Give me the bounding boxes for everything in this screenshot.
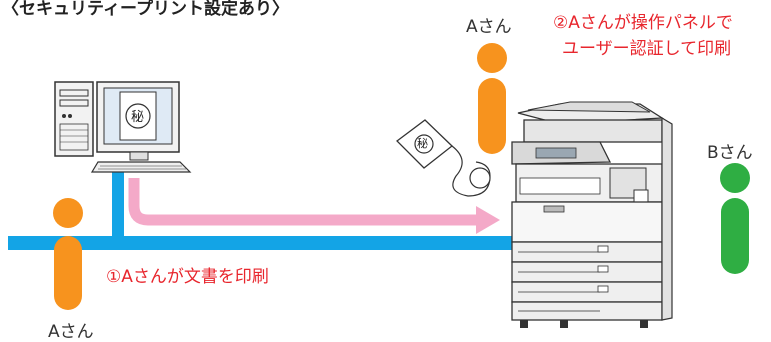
auth-flow-circle <box>469 167 491 189</box>
diagram-title: 〈セキュリティープリント設定あり〉 <box>2 0 289 19</box>
pc-icon <box>54 81 192 173</box>
network-drop-pc <box>112 170 124 242</box>
screen-secret-mark: 秘 <box>131 110 145 125</box>
step2-line2: ユーザー認証して印刷 <box>562 39 732 59</box>
auth-flow-line <box>451 145 491 197</box>
person-a-top-icon <box>477 43 507 154</box>
person-b-icon <box>720 163 750 274</box>
print-job-arrow <box>128 178 500 234</box>
paper-secret-mark: 秘 <box>417 137 428 150</box>
person-a-top-label: Aさん <box>466 17 512 37</box>
person-a-bottom-label: Aさん <box>48 322 94 342</box>
person-b-label: Bさん <box>707 143 753 163</box>
step2-line1: ②Aさんが操作パネルで <box>553 13 733 33</box>
network-line <box>8 236 528 250</box>
person-a-bottom-icon <box>53 198 83 310</box>
step1-label: ①Aさんが文書を印刷 <box>106 267 269 287</box>
printer-icon <box>511 101 673 328</box>
